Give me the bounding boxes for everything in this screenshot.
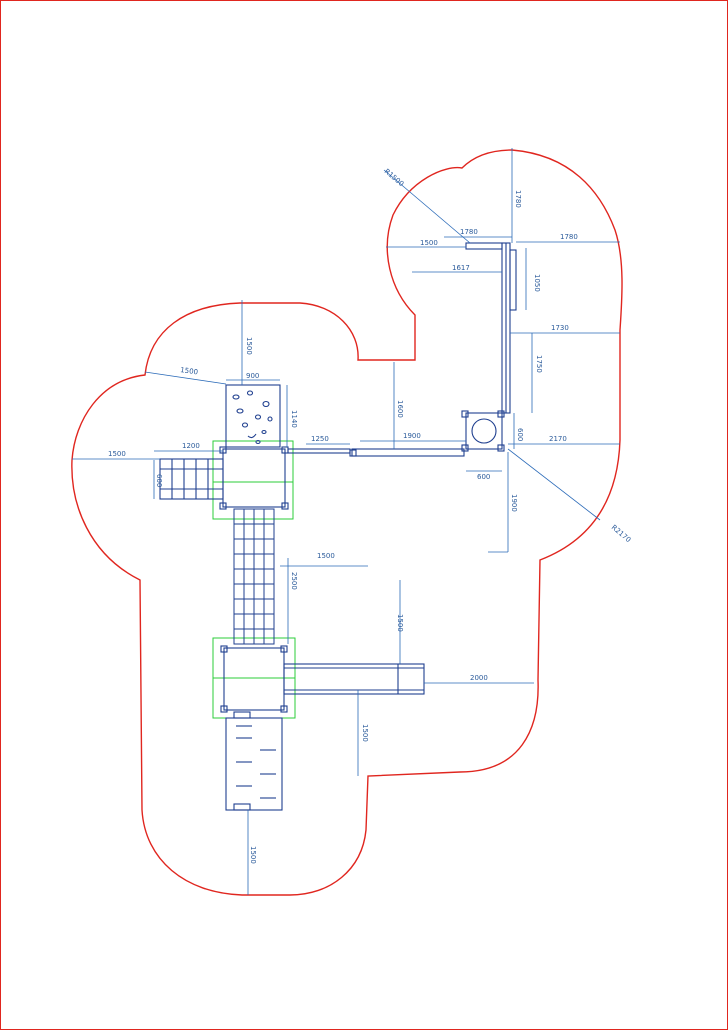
dim-1500-diagonal: 1500	[180, 366, 199, 376]
dim-600-right: 600	[516, 428, 524, 441]
upper-platform	[222, 448, 286, 508]
dim-1500-top: 1500	[420, 239, 438, 247]
dim-1050: 1050	[533, 274, 541, 292]
right-tower	[461, 410, 505, 452]
net-bridge	[233, 508, 275, 645]
dim-1500-lower: 1500	[361, 724, 369, 742]
dim-r1500: R1500	[383, 167, 406, 188]
dim-1500-mid: 1500	[317, 552, 335, 560]
dim-1500-bottom: 1500	[249, 846, 257, 864]
dim-1600: 1600	[396, 400, 404, 418]
dim-2500: 2500	[290, 572, 298, 590]
dimension-labels: R1500 1780 1780 1500 1780 1617 1050 1730…	[108, 167, 632, 863]
module-outline-upper	[212, 440, 294, 520]
dim-1780-top: 1780	[460, 228, 478, 236]
dimension-lines	[72, 148, 620, 895]
dim-1617: 1617	[452, 264, 470, 272]
dim-600-square: 600	[477, 473, 490, 481]
dim-1500-slide-vertical: 1500	[396, 614, 404, 632]
dim-2000: 2000	[470, 674, 488, 682]
horizontal-beam	[287, 448, 465, 457]
dim-r2170: R2170	[610, 523, 633, 544]
lower-platform	[223, 647, 285, 711]
bottom-ladder	[225, 711, 283, 811]
dim-1900-horizontal: 1900	[403, 432, 421, 440]
dim-2170: 2170	[549, 435, 567, 443]
dim-900: 900	[246, 372, 259, 380]
dim-1900-vertical: 1900	[510, 494, 518, 512]
dim-1780-right: 1780	[560, 233, 578, 241]
safety-zone-outline	[71, 149, 623, 896]
dim-1780-vertical: 1780	[514, 190, 522, 208]
side-steps	[159, 458, 224, 500]
dim-1500-left-horizontal: 1500	[108, 450, 126, 458]
climbing-wall	[225, 384, 281, 448]
dim-1730: 1730	[551, 324, 569, 332]
dim-1200: 1200	[182, 442, 200, 450]
dim-1250: 1250	[311, 435, 329, 443]
lower-slide	[283, 663, 425, 695]
dim-600-steps: 600	[155, 474, 163, 487]
climbing-holds	[232, 390, 273, 445]
vertical-beam	[465, 242, 517, 414]
dim-1140: 1140	[290, 410, 298, 428]
dim-1750: 1750	[535, 355, 543, 373]
dim-1500-left-vertical: 1500	[245, 337, 253, 355]
